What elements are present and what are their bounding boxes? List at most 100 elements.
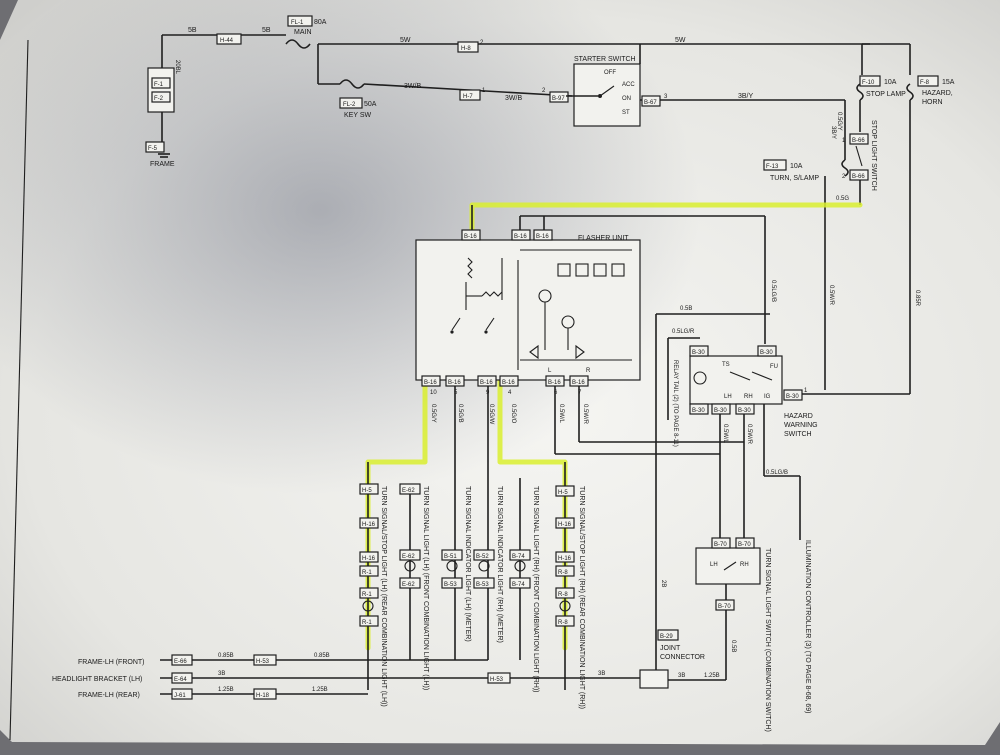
pos-st: ST [622, 110, 630, 116]
lamp-lh-rear-icon [362, 600, 374, 612]
conn-h18: H-18 [256, 693, 270, 699]
flasher-conn-top2: B-16 [514, 234, 527, 240]
stop-pin2: 2 [842, 174, 846, 180]
joint-label2: CONNECTOR [660, 654, 705, 661]
flasher-housing [415, 239, 641, 381]
hz-pin-1: 1 [804, 388, 808, 394]
fuse-f8-box [917, 75, 939, 87]
combination-switch: B-70 B-70 B-70 LH RH 0.5B TURN SIGNAL LI… [695, 537, 811, 732]
fl1-fusible-link-icon [285, 39, 311, 49]
fl2-rating: 50A [364, 101, 377, 108]
pos-off: OFF [604, 70, 616, 76]
load-lh-rear: TURN SIGNAL/STOP LIGHT (LH) (REAR COMBIN… [380, 486, 387, 707]
connector-h44 [216, 33, 242, 45]
wire-085b: 0.85B [218, 653, 234, 659]
conn-r8b: R-8 [558, 592, 568, 598]
pos-acc: ACC [622, 82, 635, 88]
hazard-conn-4: B-30 [692, 408, 705, 414]
conn-b51: B-51 [444, 554, 457, 560]
fuse-f8-label: F-8 [920, 80, 930, 86]
pin-b97: 2 [542, 88, 546, 94]
flasher-conn-b5: B-16 [548, 380, 561, 386]
connector-h7 [459, 89, 481, 101]
fuse-f13-box [763, 159, 787, 171]
connector-b67-label: B-67 [644, 100, 657, 106]
conn-h16-2: H-16 [362, 556, 376, 562]
wire-3wb-b: 3W/B [505, 95, 522, 102]
fuse-f13-rating: 10A [790, 163, 803, 170]
flasher-conn-b6: B-16 [572, 380, 585, 386]
wire-085r: 0.85R [914, 290, 920, 307]
fl2-label: FL-2 [343, 102, 356, 108]
wire-05go: 0.5G/O [510, 404, 516, 424]
fuse-f8-name2: HORN [922, 99, 943, 106]
lamp-rh-front: B-74 B-74 TURN SIGNAL LIGHT (RH) (FRONT … [509, 478, 539, 693]
wire-05wl2: 0.5W/L [722, 424, 728, 444]
hz-rh: RH [744, 394, 753, 400]
wire-05g: 0.5G [836, 196, 849, 202]
fuse-block: F-10 10A STOP LAMP F-8 15A HAZARD, HORN … [763, 75, 955, 394]
indicator-rh: B-52 B-53 TURN SIGNAL INDICATOR LIGHT (R… [473, 486, 503, 643]
relay-tail-label: RELAY TAIL (2) (TO PAGE 8-11) [672, 360, 678, 447]
wire-5b-a: 5B [188, 27, 197, 34]
joint-connector: B-29 JOINT CONNECTOR 2B [639, 580, 705, 689]
power-section: 20BL F-1 F-2 F-5 FRAME 5B H-44 5B FL-1 8… [145, 15, 911, 168]
lamp-rh-front-icon [514, 560, 526, 572]
conn-e62: E-62 [402, 488, 415, 494]
wire-5b-b: 5B [262, 27, 271, 34]
lamp-lh-front: E-62 E-62 E-62 TURN SIGNAL LIGHT (LH) (F… [399, 483, 429, 690]
flasher-conn-b1: B-16 [424, 380, 437, 386]
fpin-5: 5 [454, 390, 458, 396]
conn-e62-3: E-62 [402, 582, 415, 588]
conn-r1c: R-1 [362, 620, 372, 626]
fuse-f13-label: F-13 [766, 164, 779, 170]
flasher-conn-top1: B-16 [464, 234, 477, 240]
wire-125b3: 1.25B [704, 673, 720, 679]
fuse-f10-name: STOP LAMP [866, 91, 906, 98]
fuse-f2-box [151, 91, 171, 103]
wire-125b: 1.25B [218, 687, 234, 693]
wire-3b: 3B [218, 671, 225, 677]
wire-05lgb: 0.5LG/B [770, 280, 776, 302]
wire-3b3: 3B [678, 673, 685, 679]
flasher-unit: FLASHER UNIT B-16 B-16 B-16 0.5LG/B 0.5W… [415, 205, 920, 396]
fpin-6: 6 [554, 390, 558, 396]
hazard-conn-2: B-30 [760, 350, 773, 356]
lamp-rh-rear-icon [559, 600, 571, 612]
conn-r1a: R-1 [362, 570, 372, 576]
connector-b66-1 [849, 133, 869, 145]
conn-h53b: H-53 [490, 677, 504, 683]
conn-b74b: B-74 [512, 582, 525, 588]
b70-c: B-70 [718, 604, 731, 610]
connector-h7-label: H-7 [463, 94, 473, 100]
hazard-title2: WARNING [784, 422, 818, 429]
wire-2b: 2B [660, 580, 666, 587]
wire-05gy2: 0.5G/Y [430, 404, 436, 423]
wire-05gy: 0.5G/Y [836, 112, 842, 131]
starter-switch-title: STARTER SWITCH [574, 56, 636, 63]
flasher-conn-b2: B-16 [448, 380, 461, 386]
flasher-conn-b3: B-16 [480, 380, 493, 386]
wire-085b2: 0.85B [314, 653, 330, 659]
conn-e62-2: E-62 [402, 554, 415, 560]
indicator-lh-icon [446, 560, 458, 572]
lamp-lh-front-icon [404, 560, 416, 572]
fl2-keysw-label: KEY SW [344, 112, 371, 119]
load-ind-lh: TURN SIGNAL INDICATOR LIGHT (LH) (METER) [464, 486, 471, 642]
fpin-7: 7 [578, 390, 582, 396]
sw-rh: RH [740, 562, 749, 568]
frame-label: FRAME [150, 161, 175, 168]
wire-05b: 0.5B [680, 306, 692, 312]
wire-05lgb2: 0.5LG/B [766, 470, 788, 476]
fuse-f10-box [859, 75, 881, 87]
hazard-warning-switch: 0.5B 0.5LG/R RELAY TAIL (2) (TO PAGE 8-1… [655, 306, 910, 680]
ground-frame-lh-rear: FRAME-LH (REAR) [78, 692, 140, 699]
b70-b: B-70 [738, 542, 751, 548]
ground-section: FRAME-LH (FRONT) HEADLIGHT BRACKET (LH) … [52, 653, 726, 700]
connector-b66-1-label: B-66 [852, 138, 865, 144]
ground-wire-label: 20BL [174, 60, 180, 75]
hz-ts: TS [722, 362, 730, 368]
wire-05wl: 0.5W/L [558, 404, 564, 424]
